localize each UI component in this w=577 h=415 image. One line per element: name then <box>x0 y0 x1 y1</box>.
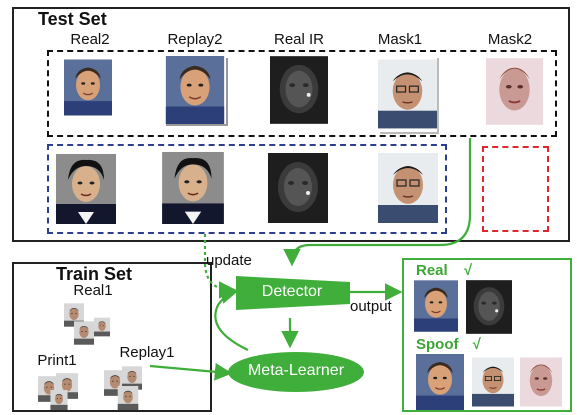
train-to-meta-arrow <box>149 363 233 381</box>
test-set-panel <box>12 7 570 242</box>
column-label-replay2: Replay2 <box>167 31 223 48</box>
red-dashed-placeholder <box>482 146 549 232</box>
detector-node-shape <box>236 276 350 310</box>
train-group-label-replay1: Replay1 <box>119 344 175 361</box>
meta-learner-node-shape <box>228 352 364 392</box>
result-real-check: √ <box>463 262 473 279</box>
column-label-mask2: Mask2 <box>487 31 533 48</box>
result-spoof-label: Spoof √ <box>416 336 481 353</box>
test-to-detector-arrow <box>283 138 472 267</box>
blue-dashed-group <box>47 144 447 234</box>
result-real-text: Real <box>416 262 448 279</box>
train-group-label-real1: Real1 <box>73 282 113 299</box>
column-label-real-ir: Real IR <box>273 31 325 48</box>
update-label: update <box>206 252 252 269</box>
meta-learner-label: Meta-Learner <box>247 362 345 379</box>
test-set-title: Test Set <box>38 9 107 29</box>
column-label-mask1: Mask1 <box>377 31 423 48</box>
results-panel <box>402 258 572 412</box>
result-real-label: Real √ <box>416 262 472 279</box>
black-dashed-group <box>47 50 557 137</box>
meta-to-detector-arrow <box>214 286 249 351</box>
result-spoof-check: √ <box>472 336 481 353</box>
train-group-label-print1: Print1 <box>37 352 77 369</box>
result-spoof-text: Spoof <box>416 336 459 353</box>
detector-label: Detector <box>261 283 323 300</box>
train-set-panel <box>12 262 212 412</box>
column-label-real2: Real2 <box>70 31 110 48</box>
output-label: output <box>350 298 392 315</box>
train-set-title: Train Set <box>56 264 133 284</box>
